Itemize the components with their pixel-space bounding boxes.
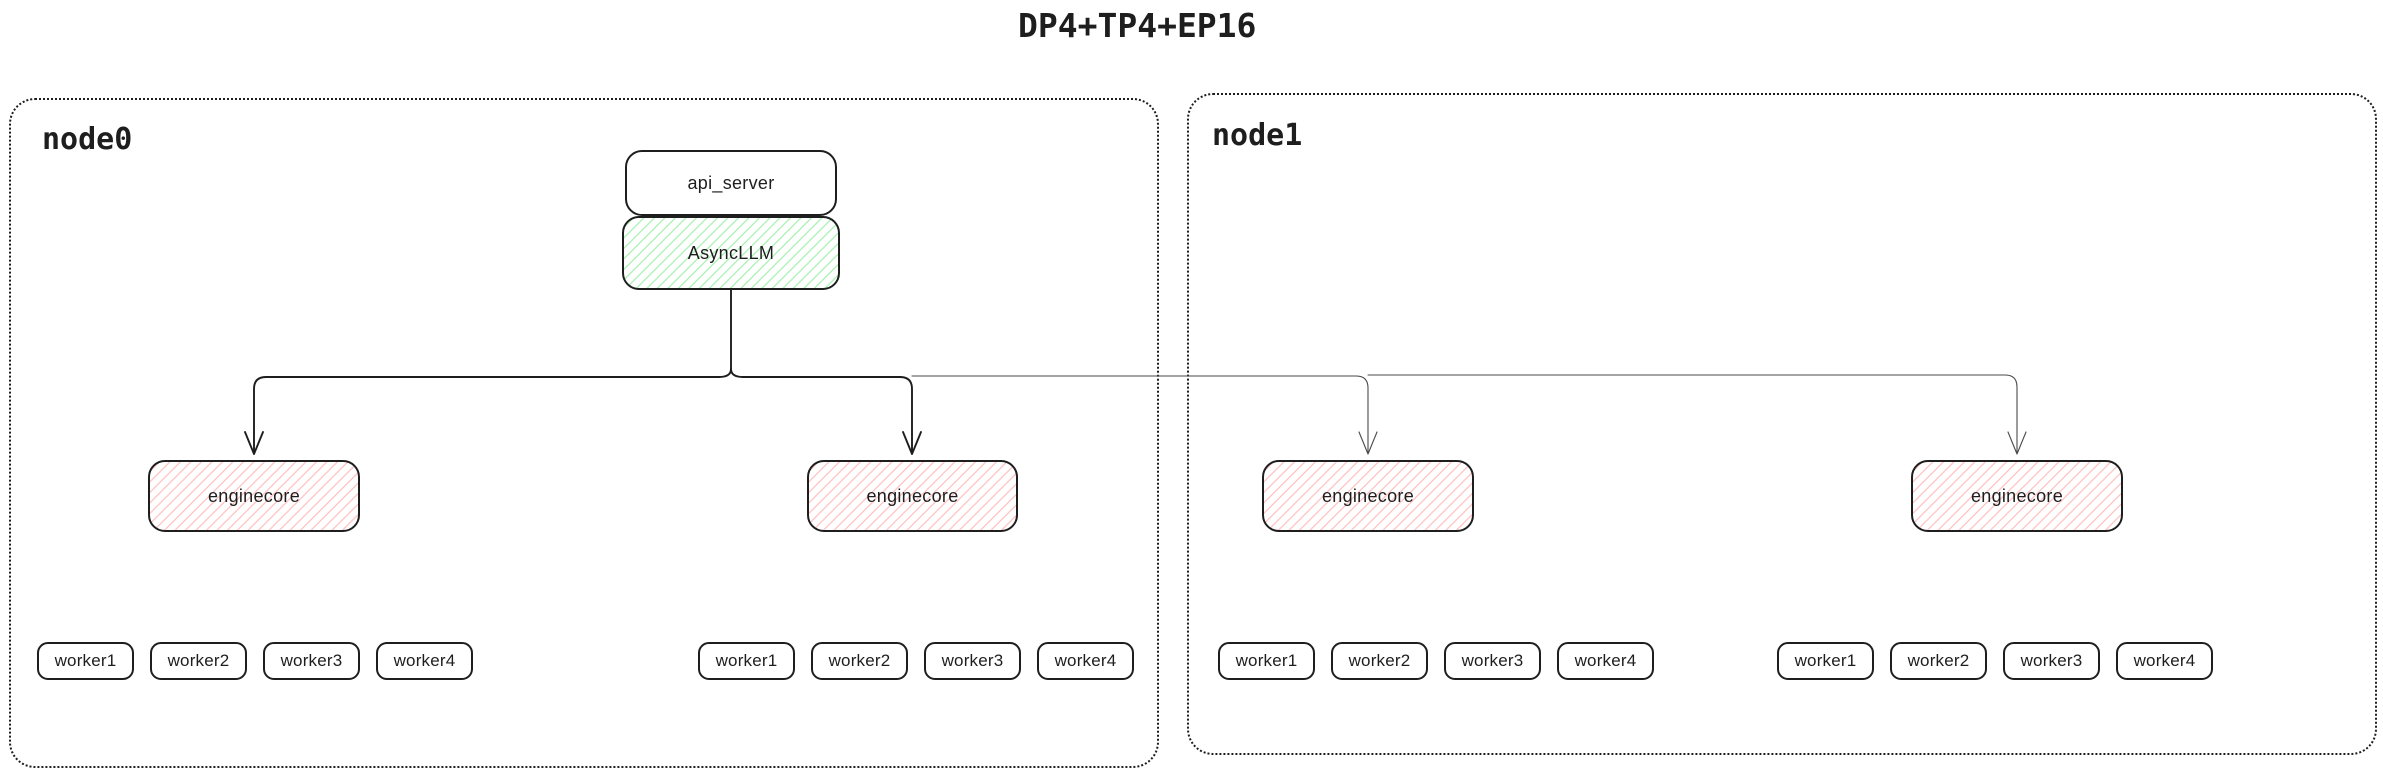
- enginecore-box-4: enginecore: [1911, 460, 2123, 532]
- node1-label: node1: [1212, 118, 1303, 153]
- enginecore-box-3: enginecore: [1262, 460, 1474, 532]
- worker-box: worker4: [1557, 642, 1654, 680]
- node0-label: node0: [42, 122, 133, 157]
- worker-box: worker3: [924, 642, 1021, 680]
- worker-box: worker2: [1890, 642, 1987, 680]
- enginecore-box-1: enginecore: [148, 460, 360, 532]
- worker-box: worker4: [1037, 642, 1134, 680]
- enginecore-box-2: enginecore: [807, 460, 1018, 532]
- worker-box: worker3: [2003, 642, 2100, 680]
- worker-box: worker4: [376, 642, 473, 680]
- worker-group-node1-1: worker1 worker2 worker3 worker4: [1218, 642, 1654, 680]
- worker-group-node0-1: worker1 worker2 worker3 worker4: [37, 642, 473, 680]
- worker-box: worker2: [150, 642, 247, 680]
- worker-box: worker3: [1444, 642, 1541, 680]
- worker-box: worker1: [698, 642, 795, 680]
- worker-box: worker3: [263, 642, 360, 680]
- worker-group-node1-2: worker1 worker2 worker3 worker4: [1777, 642, 2213, 680]
- diagram-title: DP4+TP4+EP16: [1018, 6, 1257, 45]
- worker-box: worker1: [37, 642, 134, 680]
- api-server-box: api_server: [625, 150, 837, 216]
- worker-box: worker2: [811, 642, 908, 680]
- worker-box: worker1: [1777, 642, 1874, 680]
- worker-box: worker2: [1331, 642, 1428, 680]
- worker-box: worker1: [1218, 642, 1315, 680]
- worker-box: worker4: [2116, 642, 2213, 680]
- worker-group-node0-2: worker1 worker2 worker3 worker4: [698, 642, 1134, 680]
- asyncllm-box: AsyncLLM: [622, 216, 840, 290]
